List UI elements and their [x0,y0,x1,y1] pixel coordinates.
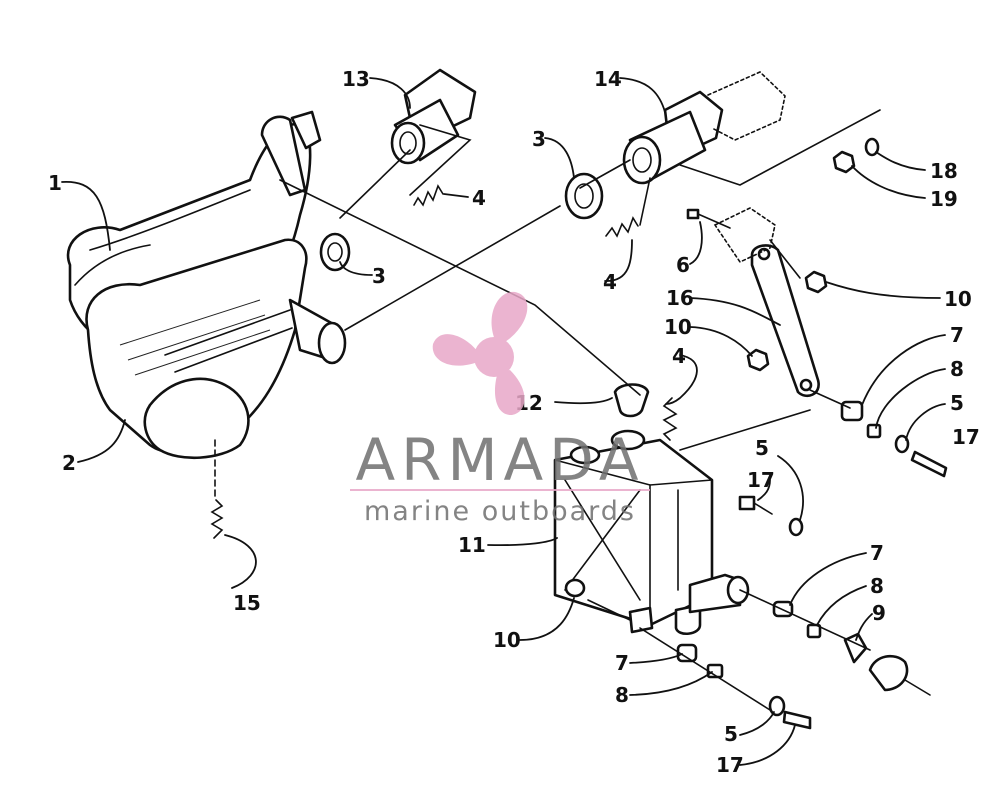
bolt-17-lower [782,710,812,730]
spring-upper-left [413,184,444,207]
label-13: 13 [342,67,370,91]
label-14: 14 [594,67,622,91]
label-7b: 7 [870,541,884,565]
label-5a: 5 [950,391,964,415]
watermark-brand: ARMADA [355,426,644,494]
label-8a: 8 [950,357,964,381]
clip-9 [843,632,868,664]
label-2: 2 [62,451,76,475]
label-4c: 4 [672,344,686,368]
part-labels: 1 2 3 3 4 4 4 5 5 5 6 7 7 7 8 8 8 9 10 1… [48,67,980,777]
leader-lines [61,77,946,766]
nut-10-top [804,270,828,294]
bolt-17-mid [738,495,773,515]
nut-10-bottom [564,578,586,598]
spring-lower-right [662,397,678,441]
propeller-logo-icon [432,291,528,416]
label-1: 1 [48,171,62,195]
seal-ring-upper [564,172,604,220]
label-18: 18 [930,159,958,183]
nut-19 [832,150,856,174]
label-7a: 7 [950,323,964,347]
seal-ring-lower [319,232,351,272]
label-4b: 4 [603,270,617,294]
exhaust-manifold-left [390,68,477,165]
label-8b: 8 [870,574,884,598]
bushing-7-upper [840,400,864,422]
label-17c: 17 [716,753,744,777]
label-3b: 3 [372,264,386,288]
grommet [613,383,650,418]
label-3a: 3 [532,127,546,151]
label-15: 15 [233,591,261,615]
exhaust-manifold-right [622,71,786,185]
nut-10-mid [746,348,770,372]
washer-5-lower [768,695,786,717]
silencer-box [553,429,750,635]
label-5c: 5 [724,722,738,746]
label-7c: 7 [615,651,629,675]
mounting-bracket [750,244,820,397]
washer-5-upper [894,434,910,454]
washer-18 [864,137,880,157]
spacer-8-upper [866,423,882,439]
label-17a: 17 [952,425,980,449]
spring-middle [605,216,639,238]
washer-5-mid [788,517,804,537]
watermark: ARMADA marine outboards [350,291,650,527]
label-10b: 10 [664,315,692,339]
label-11: 11 [458,533,486,557]
label-16: 16 [666,286,694,310]
label-17b: 17 [747,468,775,492]
label-10c: 10 [493,628,521,652]
bolt-6 [686,208,731,229]
bushing-7-lower [676,643,698,663]
gasket-plate [713,207,776,264]
spring-left [210,499,224,539]
bolt-17-upper [910,450,948,478]
watermark-tagline: marine outboards [364,496,636,527]
label-6: 6 [676,253,690,277]
label-19: 19 [930,187,958,211]
label-5b: 5 [755,436,769,460]
label-9: 9 [872,601,886,625]
end-plate [868,654,909,692]
label-4a: 4 [472,186,486,210]
expansion-chamber-lower [85,238,347,460]
label-10a: 10 [944,287,972,311]
label-8c: 8 [615,683,629,707]
assembly-lines [214,109,931,711]
